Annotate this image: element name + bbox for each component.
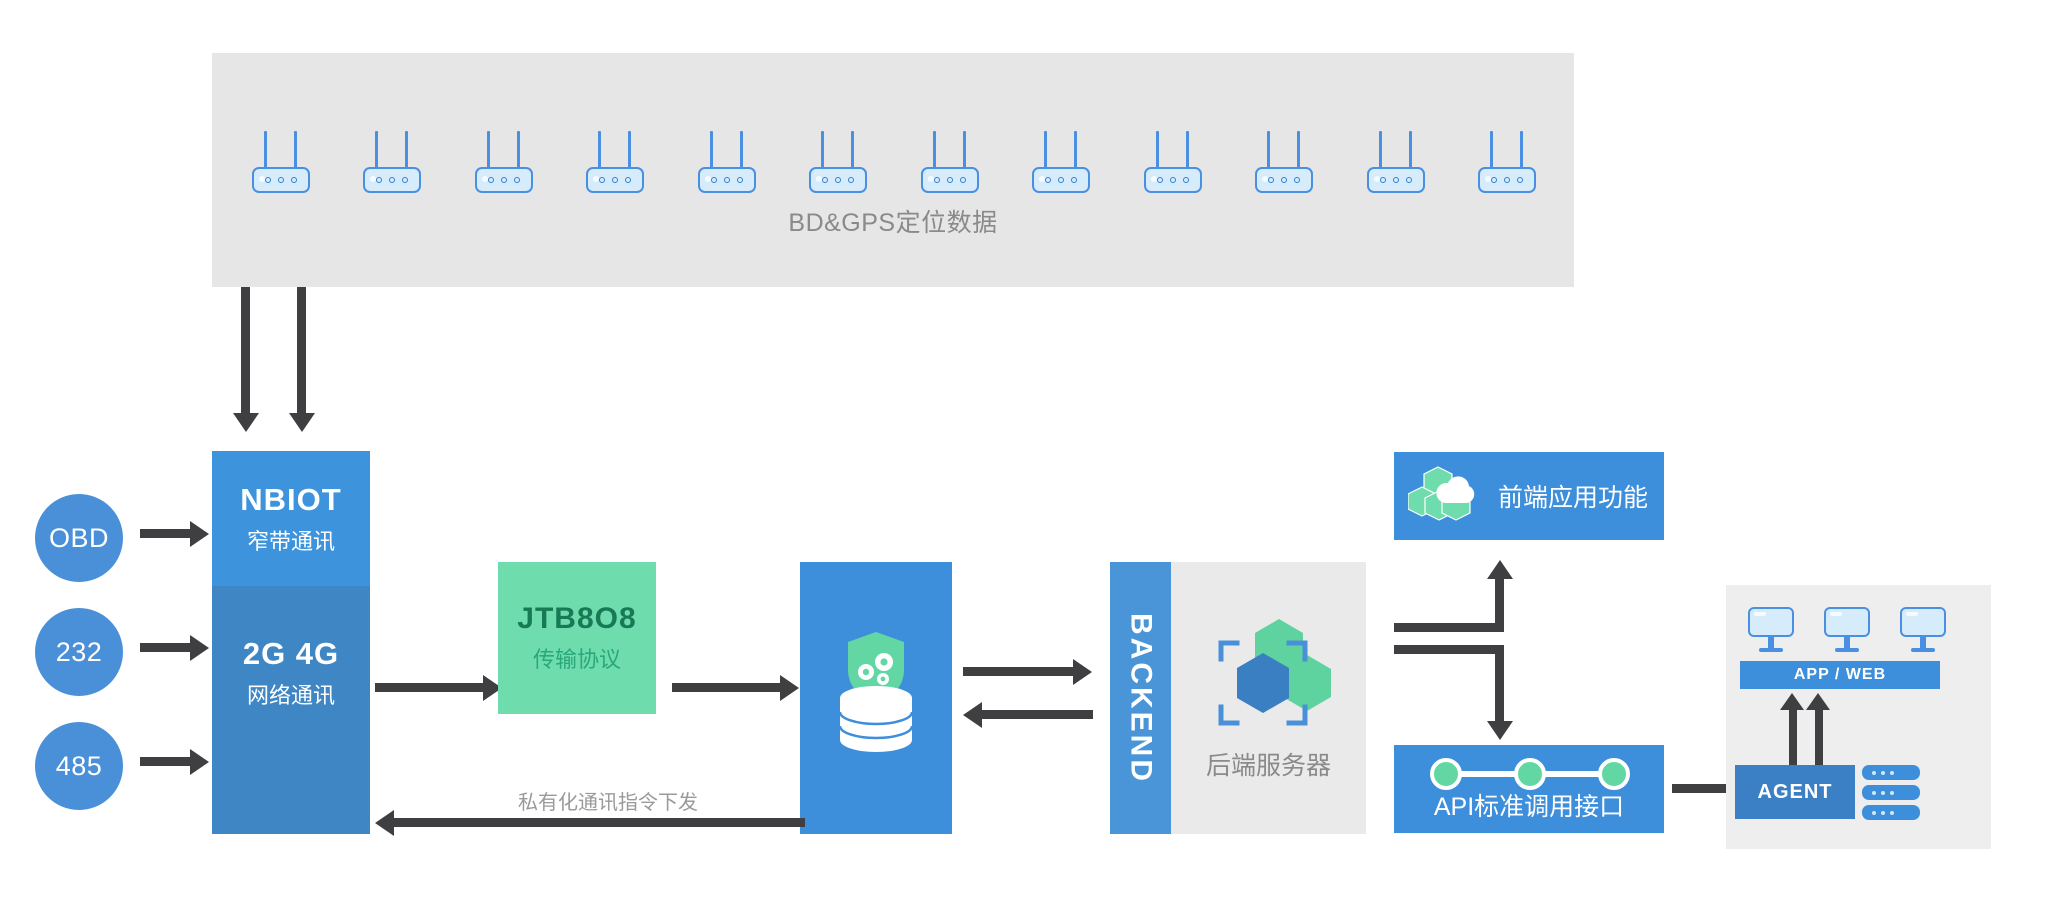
wifi-router-icon <box>919 131 983 193</box>
command-feedback-label: 私有化通讯指令下发 <box>518 792 698 814</box>
input-circle-obd[interactable]: OBD <box>35 494 123 582</box>
wifi-router-icon <box>807 131 871 193</box>
input-circle-obd-label: OBD <box>48 522 109 553</box>
api-block[interactable]: API标准调用接口 <box>1394 745 1664 833</box>
arrow-backend-to-frontend <box>1394 560 1544 632</box>
wifi-router-icon <box>1030 131 1094 193</box>
wifi-router-icon <box>1365 131 1429 193</box>
cellular-title: 2G 4G <box>242 636 340 671</box>
nbiot-subtitle: 窄带通讯 <box>246 528 335 554</box>
cloud-cubes-icon <box>1407 461 1488 532</box>
arrow-agent-to-appweb-2 <box>1806 693 1830 765</box>
wifi-router-icon <box>696 131 760 193</box>
protocol-title: JTB8O8 <box>517 602 637 635</box>
app-web-bar[interactable]: APP / WEB <box>1740 661 1940 689</box>
frontend-label: 前端应用功能 <box>1498 484 1649 512</box>
input-circle-485-label: 485 <box>55 750 103 781</box>
monitor-icon <box>1748 607 1794 653</box>
arrow-panel-to-nbiot-2 <box>288 287 315 433</box>
server-bar-icon <box>1862 765 1920 780</box>
arrow-obd-to-nbiot <box>140 520 209 547</box>
device-panel-caption: BD&GPS定位数据 <box>788 209 998 237</box>
arrow-485-to-nbiot <box>140 748 209 775</box>
arrow-232-to-nbiot <box>140 634 209 661</box>
monitor-icon <box>1824 607 1870 653</box>
backend-bar-label: BACKEND <box>1124 612 1158 784</box>
wifi-router-icon <box>361 131 425 193</box>
server-bar-icon <box>1862 785 1920 800</box>
wifi-router-icon <box>1253 131 1317 193</box>
node-chain-icon <box>1430 757 1630 796</box>
arrow-protocol-to-database <box>672 674 800 701</box>
wifi-router-icon <box>1142 131 1206 193</box>
app-web-label: APP / WEB <box>1793 666 1887 683</box>
protocol-subtitle: 传输协议 <box>532 647 621 672</box>
hexagon-cluster-scan-icon <box>1203 615 1335 740</box>
router-row <box>250 131 1540 193</box>
arrow-database-to-nbiot-feedback <box>375 809 805 836</box>
arrow-panel-to-nbiot-1 <box>232 287 259 433</box>
input-circle-232[interactable]: 232 <box>35 608 123 696</box>
nbiot-block[interactable]: NBIOT 窄带通讯 <box>212 451 370 586</box>
monitor-icon <box>1900 607 1946 653</box>
cellular-subtitle: 网络通讯 <box>246 683 335 708</box>
backend-bar: BACKEND <box>1110 562 1171 834</box>
device-panel: BD&GPS定位数据 <box>212 53 1574 287</box>
arrow-nbiot-to-protocol <box>375 674 503 701</box>
protocol-block[interactable]: JTB8O8 传输协议 <box>498 562 656 714</box>
backend-caption: 后端服务器 <box>1205 751 1331 780</box>
nbiot-stack[interactable]: NBIOT 窄带通讯 2G 4G 网络通讯 <box>212 451 370 834</box>
database-block[interactable] <box>800 562 952 834</box>
api-label: API标准调用接口 <box>1433 793 1625 821</box>
arrow-backend-to-api <box>1394 645 1544 745</box>
arrow-database-to-backend <box>963 658 1093 685</box>
agent-label: AGENT <box>1757 780 1833 803</box>
wifi-router-icon <box>584 131 648 193</box>
agent-panel: APP / WEB AGENT <box>1726 585 1991 849</box>
arrow-backend-to-database <box>963 701 1093 728</box>
database-shield-gears-icon <box>826 630 926 758</box>
wifi-router-icon <box>250 131 314 193</box>
input-circle-232-label: 232 <box>55 636 103 667</box>
agent-box[interactable]: AGENT <box>1735 765 1855 819</box>
backend-panel: 后端服务器 <box>1171 562 1366 834</box>
backend-block[interactable]: BACKEND 后端服务器 <box>1110 562 1366 834</box>
wifi-router-icon <box>1476 131 1540 193</box>
nbiot-title: NBIOT <box>240 481 342 517</box>
arrow-agent-to-appweb-1 <box>1780 693 1804 765</box>
cellular-block[interactable]: 2G 4G 网络通讯 <box>212 586 370 834</box>
wifi-router-icon <box>473 131 537 193</box>
input-circle-485[interactable]: 485 <box>35 722 123 810</box>
server-bar-icon <box>1862 805 1920 820</box>
frontend-block[interactable]: 前端应用功能 <box>1394 452 1664 540</box>
